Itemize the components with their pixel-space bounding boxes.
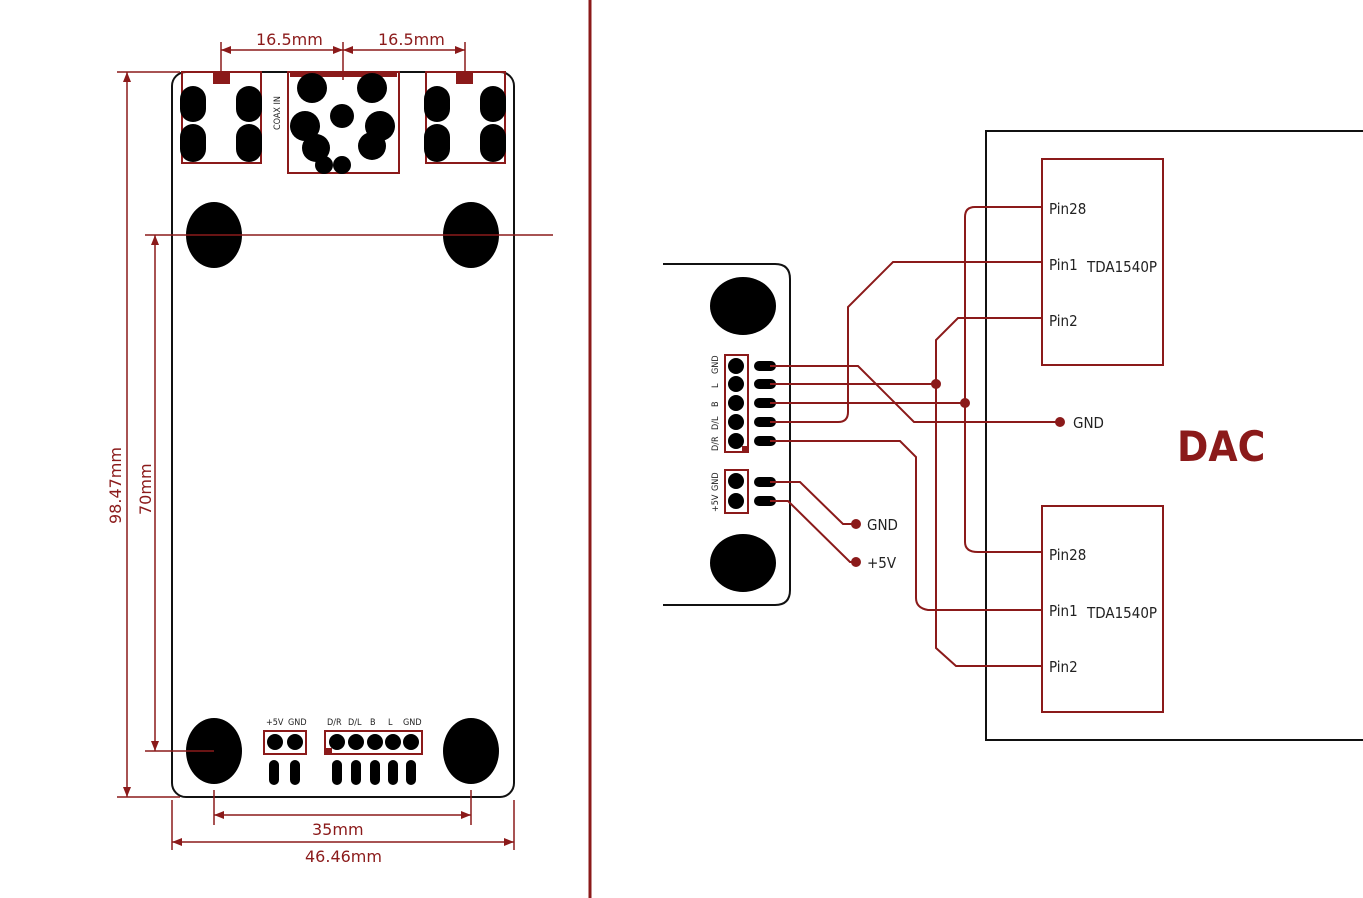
board-edge-outline xyxy=(663,263,791,606)
pwr-label-5v: +5V xyxy=(266,718,284,728)
chip-top-pin1: Pin1 xyxy=(1049,256,1078,274)
node-pwr-gnd xyxy=(851,519,861,529)
dim-height-holes-label: 70mm xyxy=(136,463,155,515)
dac-box xyxy=(985,130,1363,741)
hdr-label-dl: D/L xyxy=(711,416,721,430)
label-pwr-5v: +5V xyxy=(867,554,897,572)
wire-pin28-bus xyxy=(964,206,1042,553)
chip-bottom: Pin28 Pin1 Pin2 TDA1540P xyxy=(1041,505,1164,713)
sig-label-l: L xyxy=(388,718,393,728)
pwr-hdr-label-5v: +5V xyxy=(711,494,721,512)
sig-label-dl: D/L xyxy=(348,718,362,728)
wire-pin2-bus xyxy=(935,317,1042,667)
wires xyxy=(770,206,1065,667)
pwr-label-gnd: GND xyxy=(288,718,307,728)
schem-signal-header: GND L B D/L D/R xyxy=(711,354,776,453)
wire-gnd xyxy=(770,365,1060,423)
wire-pwr-5v xyxy=(770,500,856,563)
schem-power-header: GND +5V xyxy=(711,469,776,514)
chip-bottom-name: TDA1540P xyxy=(1086,604,1157,622)
junction-b xyxy=(960,398,970,408)
chip-bottom-pin1: Pin1 xyxy=(1049,602,1078,620)
chip-top: Pin28 Pin1 Pin2 TDA1540P xyxy=(1041,158,1164,366)
dac-title: DAC xyxy=(1177,422,1265,471)
dimension-lines: 16.5mm 16.5mm 98.47mm 70mm 35mm xyxy=(106,30,553,866)
sig-label-dr: D/R xyxy=(327,718,342,728)
rca-right-footprint xyxy=(424,71,506,164)
schem-mount-hole-top xyxy=(710,277,776,335)
board-outline xyxy=(171,71,515,798)
chip-top-pin28: Pin28 xyxy=(1049,200,1086,218)
pwr-hdr-label-gnd: GND xyxy=(711,472,721,491)
rca-left-footprint xyxy=(180,71,262,164)
label-gnd-node: GND xyxy=(1073,414,1104,432)
chip-top-name: TDA1540P xyxy=(1086,258,1157,276)
wiring-schematic-view: GND L B D/L D/R GND +5V DAC Pin28 Pin1 P… xyxy=(663,130,1363,741)
hdr-label-b: B xyxy=(711,401,721,407)
label-pwr-gnd: GND xyxy=(867,516,898,534)
hdr-label-l: L xyxy=(711,383,721,388)
signal-header-footprint: D/R D/L B L GND xyxy=(324,718,423,785)
coax-footprint: COAX IN xyxy=(273,71,400,174)
sig-label-b: B xyxy=(370,718,376,728)
chip-bottom-pin28: Pin28 xyxy=(1049,546,1086,564)
schem-mount-hole-bottom xyxy=(710,534,776,592)
dim-height-total-label: 98.47mm xyxy=(106,447,125,524)
power-header-footprint: +5V GND xyxy=(263,718,307,785)
junction-l xyxy=(931,379,941,389)
wire-pwr-gnd xyxy=(770,481,856,525)
dim-top-right-label: 16.5mm xyxy=(378,30,445,49)
node-pwr-5v xyxy=(851,557,861,567)
wire-dl xyxy=(770,261,1042,423)
node-gnd xyxy=(1055,417,1065,427)
chip-top-pin2: Pin2 xyxy=(1049,312,1078,330)
dim-width-total-label: 46.46mm xyxy=(305,847,382,866)
wire-dr xyxy=(770,440,1042,611)
chip-bottom-pin2: Pin2 xyxy=(1049,658,1078,676)
hdr-label-dr: D/R xyxy=(711,436,721,451)
dim-top-left-label: 16.5mm xyxy=(256,30,323,49)
mount-hole-bottom-right xyxy=(443,718,499,784)
sig-label-gnd: GND xyxy=(403,718,422,728)
dim-width-holes-label: 35mm xyxy=(312,820,364,839)
coax-in-label: COAX IN xyxy=(273,96,283,130)
hdr-label-gnd: GND xyxy=(711,355,721,374)
board-outline-view: COAX IN +5V GND D/R D/L xyxy=(106,30,553,866)
